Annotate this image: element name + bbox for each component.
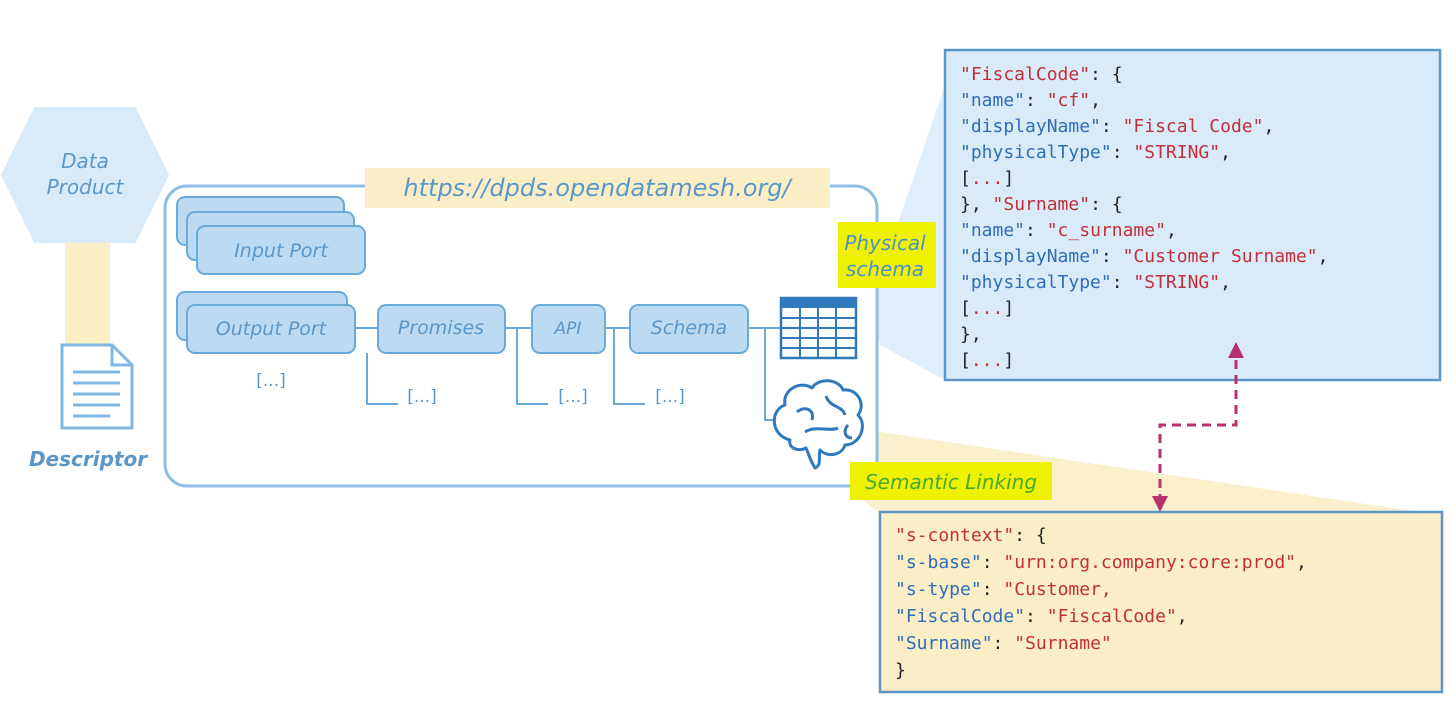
semantic-line-1: "s-context": { — [895, 525, 1047, 546]
data-product-hexagon — [0, 107, 170, 243]
semantic-line-6: } — [895, 660, 906, 681]
promises-ellipsis: [...] — [407, 387, 436, 407]
descriptor-label: Descriptor — [29, 447, 148, 471]
code-line-1: "FiscalCode": { — [960, 64, 1123, 85]
promises-box — [377, 304, 506, 354]
output-port-ellipsis: [...] — [256, 371, 285, 391]
schema-bracket — [613, 328, 645, 405]
brain-icon — [772, 379, 864, 470]
code-line-6: }, "Surname": { — [960, 194, 1123, 215]
code-line-9: "physicalType": "STRING", — [960, 272, 1231, 293]
url-banner — [365, 168, 830, 208]
semantic-line-5: "Surname": "Surname" — [895, 633, 1112, 654]
code-line-2: "name": "cf", — [960, 90, 1101, 111]
schema-ellipsis: [...] — [655, 387, 684, 407]
physical-schema-panel — [943, 48, 1442, 382]
promises-label: Promises — [398, 317, 484, 339]
physical-schema-highlight — [838, 222, 936, 288]
code-line-11: }, — [960, 324, 982, 345]
physical-schema-code: "FiscalCode": { "name": "cf", "displayNa… — [960, 64, 1329, 371]
physical-schema-label-line1: Physical — [844, 231, 926, 255]
schema-box — [629, 304, 749, 354]
input-port-label: Input Port — [234, 240, 329, 262]
semantic-linking-label: Semantic Linking — [865, 470, 1037, 494]
code-line-4: "physicalType": "STRING", — [960, 142, 1231, 163]
code-line-7: "name": "c_surname", — [960, 220, 1177, 241]
code-line-5: [...] — [960, 168, 1014, 189]
semantic-line-2: "s-base": "urn:org.company:core:prod", — [895, 552, 1307, 573]
semantic-linking-highlight — [850, 462, 1052, 500]
descriptor-document-icon — [60, 343, 134, 430]
code-line-8: "displayName": "Customer Surname", — [960, 246, 1329, 267]
api-bracket — [516, 328, 548, 405]
input-port-box — [196, 225, 366, 275]
data-product-label-line2: Product — [47, 175, 125, 199]
arrow-head-down — [1152, 496, 1168, 512]
url-label: https://dpds.opendatamesh.org/ — [403, 174, 793, 202]
semantic-linking-panel — [878, 510, 1444, 694]
api-ellipsis: [...] — [558, 387, 587, 407]
api-label: API — [554, 319, 582, 339]
table-icon — [779, 296, 858, 360]
semantic-line-3: "s-type": "Customer, — [895, 579, 1112, 600]
dashed-link-arrow — [1158, 360, 1238, 500]
code-line-10: [...] — [960, 298, 1014, 319]
data-product-label-line1: Data — [61, 149, 109, 173]
promises-bracket — [366, 353, 398, 405]
arrow-head-up — [1228, 342, 1244, 358]
output-port-label: Output Port — [216, 318, 328, 340]
code-line-12: [...] — [960, 350, 1014, 371]
api-box — [531, 304, 606, 354]
semantic-line-4: "FiscalCode": "FiscalCode", — [895, 606, 1188, 627]
physical-schema-label-line2: schema — [846, 257, 924, 281]
schema-label: Schema — [651, 317, 727, 339]
semantic-linking-code: "s-context": { "s-base": "urn:org.compan… — [895, 525, 1307, 681]
hexagon-descriptor-connector — [65, 240, 110, 350]
code-line-3: "displayName": "Fiscal Code", — [960, 116, 1274, 137]
